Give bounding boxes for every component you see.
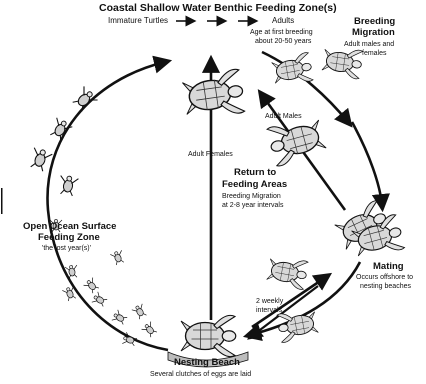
open-ocean-note: 'the lost year(s)' <box>42 245 91 253</box>
label-immature-turtles: Immature Turtles <box>108 17 168 26</box>
return-feeding-title-1: Return to <box>234 168 276 179</box>
label-adults: Adults <box>272 17 294 26</box>
mating-note-2: nesting beaches <box>360 283 411 291</box>
return-feeding-title-2: Feeding Areas <box>222 180 287 191</box>
two-weekly-note-1: 2 weekly <box>256 298 283 306</box>
diagram-title: Coastal Shallow Water Benthic Feeding Zo… <box>99 3 337 15</box>
breeding-migration-title-2: Migration <box>352 28 395 39</box>
mating-title: Mating <box>373 262 404 273</box>
label-adult-females: Adult Females <box>188 151 233 159</box>
return-feeding-note-1: Breeding Migration <box>222 193 281 201</box>
breeding-migration-note-1: Adult males and <box>344 41 394 49</box>
breeding-migration-note-2: females <box>362 50 387 58</box>
mating-note-1: Occurs offshore to <box>356 274 413 282</box>
open-ocean-title-2: Feeding Zone <box>38 233 100 244</box>
cycle-arc-right <box>352 122 382 205</box>
adults-note-1: Age at first breeding <box>250 29 313 37</box>
label-adult-males: Adult Males <box>265 113 302 121</box>
adults-note-2: about 20-50 years <box>255 38 311 46</box>
nesting-beach-note: Several clutches of eggs are laid <box>150 371 251 379</box>
two-weekly-note-2: intervals <box>256 307 282 315</box>
nesting-beach-title: Nesting Beach <box>174 358 240 369</box>
cycle-arc-left <box>47 62 168 350</box>
return-feeding-note-2: at 2-8 year intervals <box>222 202 283 210</box>
